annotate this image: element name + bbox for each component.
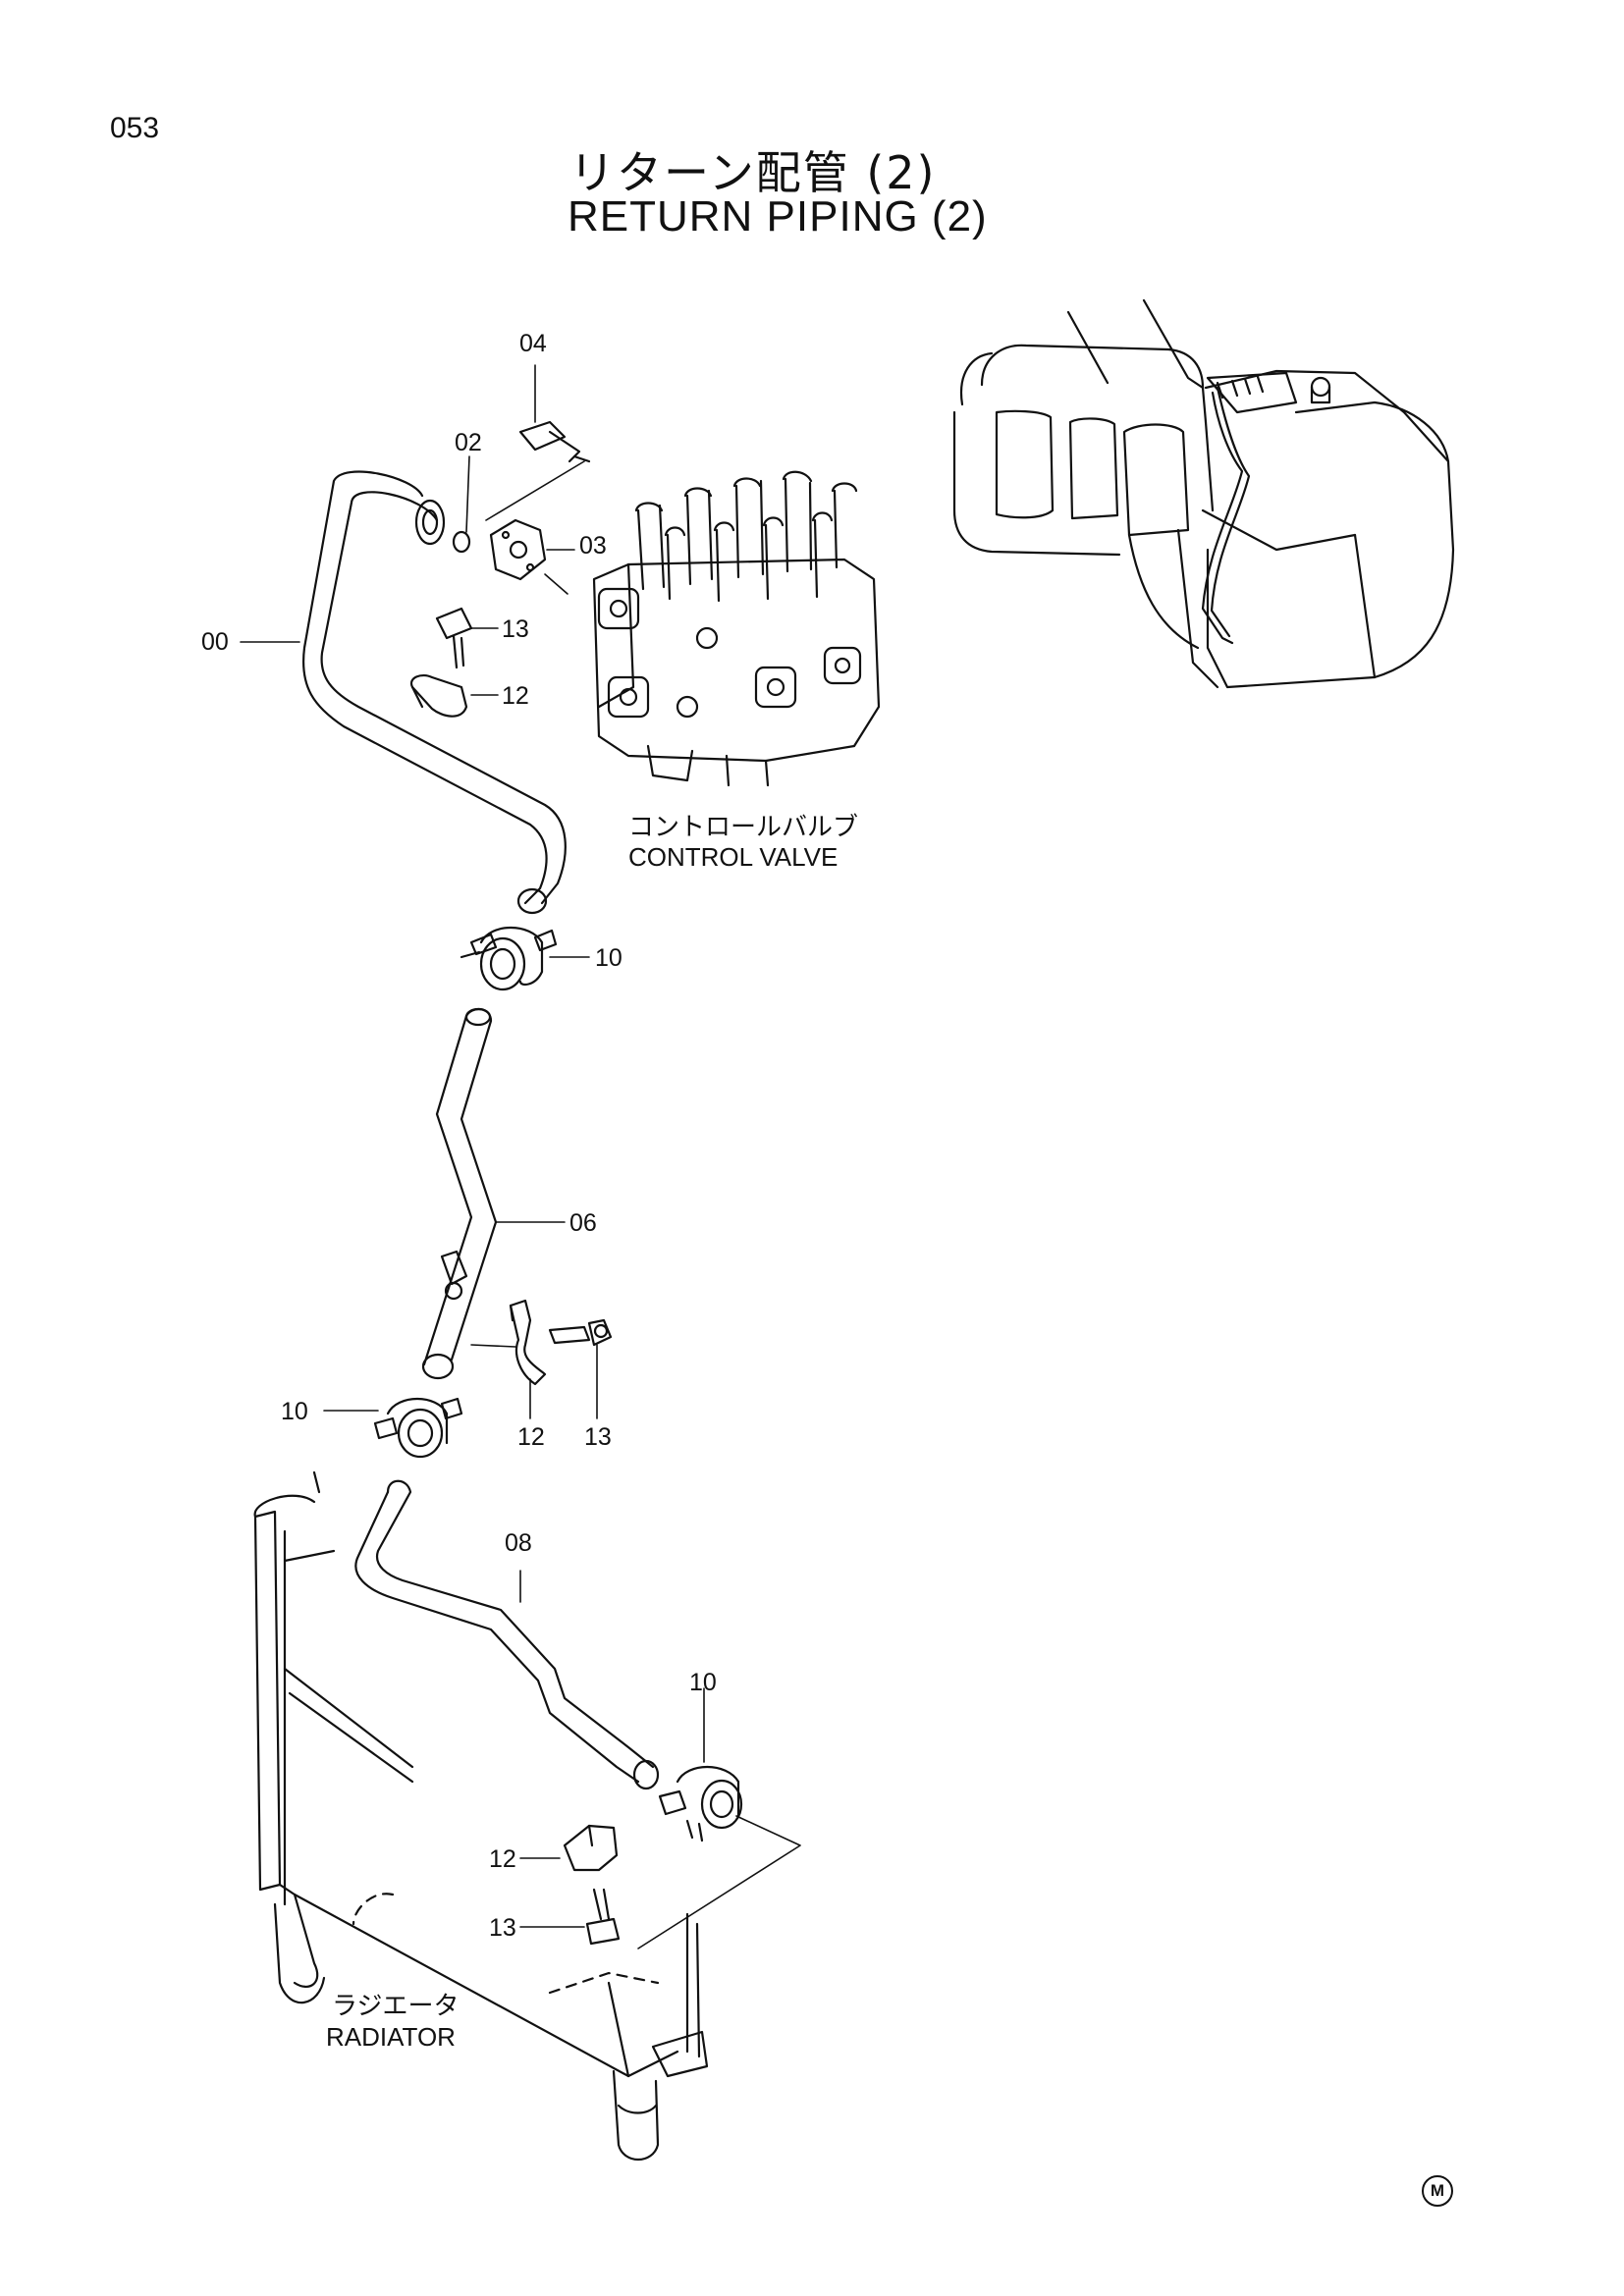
- leader-lines-top: [240, 364, 585, 696]
- part-label-12-mid: 12: [517, 1423, 545, 1451]
- title-english: RETURN PIPING (2): [568, 192, 988, 240]
- part-label-10-top: 10: [595, 944, 623, 972]
- leader-lines-mid: [323, 1344, 598, 1419]
- clamp-10-top: [460, 926, 558, 991]
- title-japanese: リターン配管 (2): [569, 146, 937, 199]
- hose-00: [302, 470, 567, 915]
- radiator-caption-en: RADIATOR: [326, 2022, 456, 2052]
- part-label-12-low: 12: [489, 1845, 516, 1873]
- control-valve-caption-en: CONTROL VALVE: [628, 842, 839, 872]
- part-label-06: 06: [569, 1209, 597, 1237]
- control-valve-block: [592, 470, 881, 787]
- part-label-13-mid: 13: [584, 1423, 612, 1451]
- radiator-caption-ja: ラジエータ: [332, 1991, 460, 2020]
- part-label-12-top: 12: [502, 682, 529, 710]
- leader-lines-low: [519, 1687, 801, 1949]
- fittings-top: [409, 420, 591, 718]
- part-label-13-top: 13: [502, 615, 529, 643]
- radiator-frame: [253, 1470, 709, 2161]
- part-label-02: 02: [455, 429, 482, 456]
- control-valve-caption-ja: コントロールバルブ: [628, 812, 859, 841]
- part-label-10-mid: 10: [281, 1398, 308, 1425]
- part-label-00: 00: [201, 628, 229, 656]
- clamp-10-mid: [373, 1397, 463, 1459]
- part-label-03: 03: [579, 532, 607, 560]
- m-mark-symbol: M: [1422, 2175, 1453, 2207]
- clamp-10-low: [658, 1765, 743, 1842]
- page-number: 053: [110, 112, 160, 144]
- part-label-08: 08: [505, 1529, 532, 1557]
- part-label-10-low: 10: [689, 1669, 717, 1696]
- fittings-low: [563, 1824, 621, 1946]
- fittings-mid: [509, 1299, 613, 1386]
- hose-06: [421, 1007, 498, 1380]
- excavator-overview: [952, 298, 1455, 689]
- hose-08: [354, 1479, 660, 1790]
- part-label-04: 04: [519, 330, 547, 357]
- part-label-13-low: 13: [489, 1914, 516, 1942]
